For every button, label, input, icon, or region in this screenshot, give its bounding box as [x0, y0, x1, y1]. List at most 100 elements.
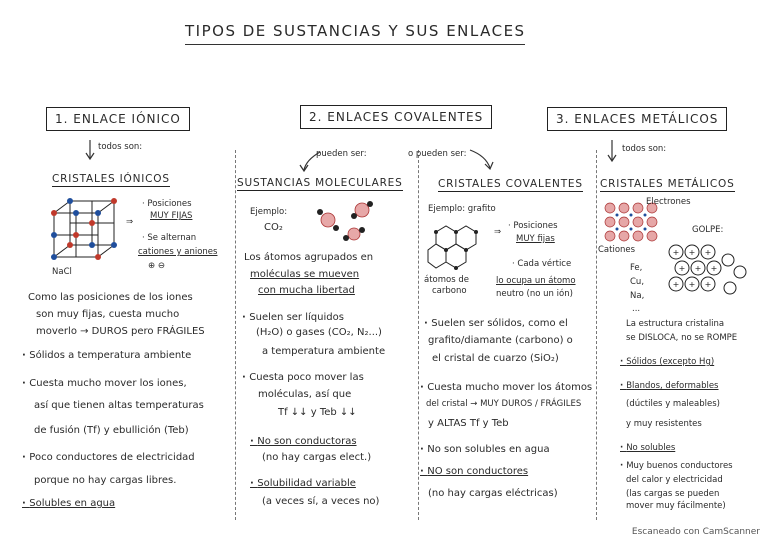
svg-text:+: +: [673, 280, 680, 289]
molecular-example-label: Ejemplo:: [250, 207, 288, 217]
metal-2: Na,: [630, 291, 645, 301]
page-title: TIPOS DE SUSTANCIAS Y SUS ENLACES: [185, 22, 526, 40]
svg-text:+: +: [679, 264, 686, 273]
metallic-line-10: mover muy fácilmente): [626, 501, 726, 511]
co2-molecules-diagram: [317, 201, 373, 241]
ionic-header: 1. ENLACE IÓNICO: [46, 107, 190, 131]
covalent-header: 2. ENLACES COVALENTES: [300, 105, 493, 129]
network-line-1: grafito/diamante (carbono) o: [428, 335, 573, 346]
svg-text:+: +: [673, 248, 680, 257]
network-line-4: del cristal → MUY DUROS / FRÁGILES: [426, 399, 582, 409]
ionic-line-9: Solubles en agua: [22, 498, 115, 510]
molecular-line-2: con mucha libertad: [258, 285, 355, 296]
metallic-arrow-note: todos son:: [622, 144, 667, 154]
covalent-branch-left: pueden ser:: [316, 149, 367, 159]
network-subtitle: CRISTALES COVALENTES: [438, 178, 583, 192]
network-line-7: NO son conductores: [420, 466, 528, 478]
nacl-crystal-diagram: [51, 198, 117, 260]
molecular-line-4: (H₂O) o gases (CO₂, N₂...): [256, 327, 382, 338]
ionic-line-1: son muy fijas, cuesta mucho: [36, 309, 180, 320]
title-underline: [185, 44, 525, 45]
network-line-2: el cristal de cuarzo (SiO₂): [432, 353, 559, 364]
nacl-label: NaCl: [52, 267, 72, 277]
network-arrow-glyph: ⇒: [494, 227, 502, 237]
network-line-3: Cuesta mucho mover los átomos: [420, 382, 592, 394]
ionic-note-0: · Posiciones: [142, 199, 192, 209]
cation-label: Cationes: [598, 245, 636, 255]
metallic-line-8: del calor y electricidad: [626, 475, 723, 485]
metal-lattice-diagram: [604, 202, 658, 242]
metallic-line-7: Muy buenos conductores: [620, 461, 732, 472]
ionic-arrow-note: todos son:: [98, 142, 143, 152]
scanner-watermark: Escaneado con CamScanner: [631, 527, 760, 537]
network-line-5: y ALTAS Tf y Teb: [428, 418, 509, 429]
metallic-subtitle: CRISTALES METÁLICOS: [600, 178, 735, 192]
ionic-note-3: cationes y aniones: [138, 247, 218, 257]
molecular-line-1: moléculas se mueven: [250, 269, 360, 280]
svg-text:+: +: [689, 248, 696, 257]
metallic-line-0: La estructura cristalina: [626, 319, 725, 329]
covalent-branch-right: o pueden ser:: [408, 149, 467, 159]
network-carbon-label-1: carbono: [432, 286, 467, 296]
electron-label: Electrones: [646, 197, 691, 207]
metallic-line-1: se DISLOCA, no se ROMPE: [626, 333, 738, 343]
ionic-line-3: Sólidos a temperatura ambiente: [22, 350, 191, 362]
golpe-label: GOLPE:: [692, 225, 724, 235]
molecular-line-10: (no hay cargas elect.): [262, 452, 372, 463]
ionic-note-4: ⊕ ⊖: [148, 261, 165, 271]
network-note-2: · Cada vértice: [512, 259, 572, 269]
molecular-line-6: Cuesta poco mover las: [242, 372, 364, 384]
network-note-3: lo ocupa un átomo: [496, 276, 576, 286]
molecular-line-8: Tf ↓↓ y Teb ↓↓: [278, 407, 357, 418]
svg-text:+: +: [711, 264, 718, 273]
metallic-line-6: No solubles: [620, 443, 675, 454]
metallic-line-9: (las cargas se pueden: [626, 489, 720, 499]
graphite-diagram: [427, 225, 478, 270]
molecular-line-9: No son conductoras: [250, 436, 356, 448]
divider-2: [418, 150, 419, 520]
metallic-line-5: y muy resistentes: [626, 419, 702, 429]
metal-3: ...: [632, 304, 641, 314]
ionic-line-4: Cuesta mucho mover los iones,: [22, 378, 186, 390]
network-note-1: MUY fijas: [516, 234, 555, 244]
ionic-subtitle: CRISTALES IÓNICOS: [52, 173, 170, 187]
network-note-0: · Posiciones: [508, 221, 558, 231]
network-note-4: neutro (no un ión): [496, 289, 573, 299]
network-line-6: No son solubles en agua: [420, 444, 549, 456]
network-line-8: (no hay cargas eléctricas): [428, 488, 558, 499]
ionic-line-7: Poco conductores de electricidad: [22, 452, 194, 464]
ionic-note-2: · Se alternan: [142, 233, 197, 243]
metallic-header: 3. ENLACES METÁLICOS: [547, 107, 728, 131]
ionic-line-5: así que tienen altas temperaturas: [34, 400, 204, 411]
metallic-line-2: Sólidos (excepto Hg): [620, 357, 714, 368]
svg-text:+: +: [705, 280, 712, 289]
metal-0: Fe,: [630, 263, 643, 273]
molecular-example-formula: CO₂: [264, 222, 283, 233]
metal-1: Cu,: [630, 277, 645, 287]
ionic-arrow-glyph: ⇒: [126, 217, 134, 227]
network-carbon-label-0: átomos de: [424, 275, 469, 285]
molecular-line-11: Solubilidad variable: [250, 478, 356, 490]
svg-text:+: +: [695, 264, 702, 273]
molecular-line-3: Suelen ser líquidos: [242, 312, 344, 324]
svg-text:+: +: [705, 248, 712, 257]
network-line-0: Suelen ser sólidos, como el: [424, 318, 567, 330]
molecular-line-0: Los átomos agrupados en: [244, 252, 374, 263]
ionic-line-2: moverlo → DUROS pero FRÁGILES: [36, 326, 205, 337]
ionic-line-8: porque no hay cargas libres.: [34, 475, 177, 486]
metallic-line-3: Blandos, deformables: [620, 381, 718, 392]
metallic-line-4: (dúctiles y maleables): [626, 399, 720, 409]
ionic-line-0: Como las posiciones de los iones: [28, 292, 193, 303]
ionic-line-6: de fusión (Tf) y ebullición (Teb): [34, 425, 189, 436]
molecular-line-7: moléculas, así que: [258, 389, 352, 400]
molecular-subtitle: SUSTANCIAS MOLECULARES: [237, 177, 403, 191]
divider-1: [235, 150, 236, 520]
molecular-line-5: a temperatura ambiente: [262, 346, 386, 357]
network-example: Ejemplo: grafito: [428, 204, 496, 214]
ionic-note-1: MUY FIJAS: [150, 211, 193, 221]
divider-3: [596, 150, 597, 520]
svg-text:+: +: [689, 280, 696, 289]
metal-deformation-diagram: +++ +++ +++: [668, 244, 747, 295]
molecular-line-12: (a veces sí, a veces no): [262, 496, 380, 507]
